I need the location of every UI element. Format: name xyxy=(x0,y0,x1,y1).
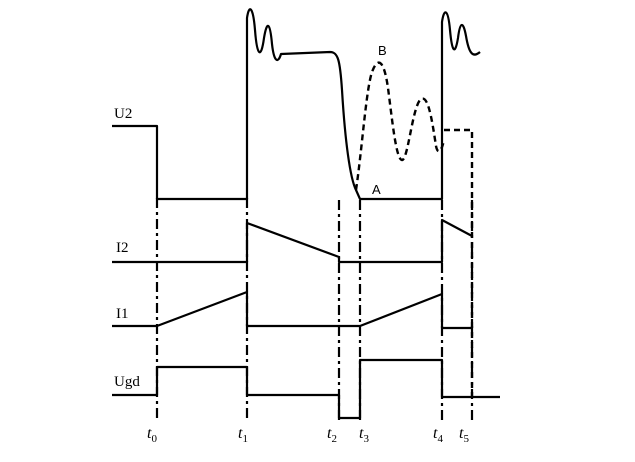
ugd-label: Ugd xyxy=(114,374,140,390)
u2-dashed-oscillation xyxy=(354,61,446,191)
time-labels: t0 t1 t2 t3 t4 t5 xyxy=(147,425,469,445)
i2-waveform: I2 xyxy=(112,218,473,264)
u2-label: U2 xyxy=(114,106,132,122)
time-label-t0: t0 xyxy=(147,425,157,445)
point-b-label: B xyxy=(378,43,387,58)
i1-label: I1 xyxy=(116,306,129,322)
time-label-t1: t1 xyxy=(238,425,248,445)
ugd-trace xyxy=(112,358,500,420)
time-label-t5: t5 xyxy=(459,425,469,445)
i1-waveform: I1 xyxy=(112,290,472,330)
u2-trace xyxy=(112,8,481,201)
time-label-t3: t3 xyxy=(359,425,369,445)
time-label-t4: t4 xyxy=(433,425,443,445)
i2-trace xyxy=(112,218,473,264)
i1-trace xyxy=(112,290,472,330)
i2-label: I2 xyxy=(116,240,129,256)
ugd-waveform: Ugd xyxy=(112,358,500,420)
u2-dashed-level xyxy=(444,128,474,400)
point-a-label: A xyxy=(372,182,381,197)
time-label-t2: t2 xyxy=(327,425,337,445)
u2-waveform: U2 A B xyxy=(112,8,481,400)
